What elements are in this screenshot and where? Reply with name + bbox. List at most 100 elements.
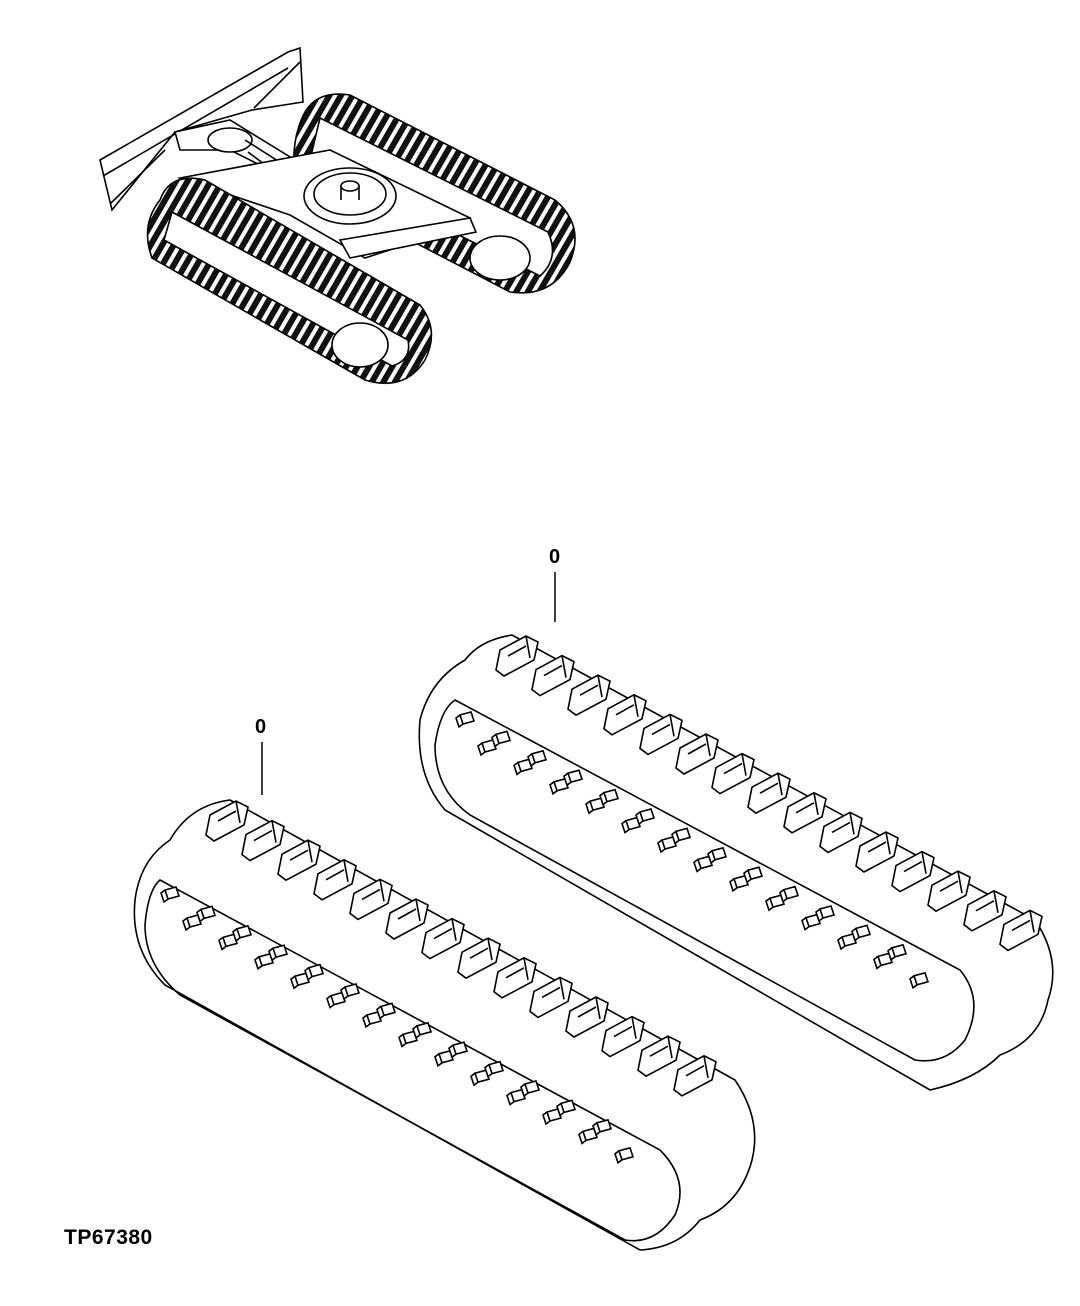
callout-label: 0: [255, 716, 266, 738]
track-outline: [133, 799, 756, 1251]
guide-lug: [232, 924, 253, 943]
guide-lug: [556, 1099, 577, 1117]
undercarriage-overview: [99, 46, 576, 384]
guide-lug: [506, 1088, 527, 1106]
guide-lug: [376, 1002, 397, 1020]
guide-lug: [182, 914, 203, 932]
guide-lug: [707, 846, 728, 865]
tread-lug: [673, 1054, 717, 1097]
tread-lug: [855, 831, 899, 873]
tread-lug: [277, 839, 321, 882]
track-outline: [418, 634, 1054, 1091]
tread-lug: [999, 909, 1043, 952]
guide-lug: [412, 1021, 433, 1040]
guide-lug: [448, 1041, 469, 1059]
tread-lug: [603, 693, 647, 736]
guide-lug: [340, 983, 361, 1001]
tread-lug: [819, 811, 863, 854]
tread-lug: [891, 850, 935, 893]
guide-lug: [326, 991, 347, 1009]
guide-lug: [779, 885, 800, 903]
guide-lug: [578, 1127, 599, 1145]
guide-lug: [527, 749, 548, 768]
tread-lug: [529, 976, 573, 1019]
tread-lug: [675, 733, 719, 775]
guide-lug: [513, 758, 534, 776]
guide-lug: [563, 769, 584, 787]
tread-lug: [783, 791, 827, 834]
tread-lug: [495, 635, 539, 677]
callout-right: 0: [549, 546, 560, 622]
tread-lug: [421, 917, 465, 960]
guide-lug: [837, 933, 858, 951]
guide-lug: [455, 711, 476, 729]
guide-lug: [851, 924, 872, 942]
tread-lug: [493, 956, 537, 999]
dozer-blade: [99, 46, 304, 212]
guide-lugs-right: [455, 711, 930, 990]
guide-lug: [743, 866, 764, 884]
tread-lug: [457, 937, 501, 980]
tread-lugs-right: [495, 635, 1043, 952]
guide-lug: [254, 952, 275, 971]
guide-lug: [635, 808, 656, 826]
guide-lug: [585, 797, 606, 815]
guide-lug: [491, 730, 512, 748]
guide-lug: [887, 943, 908, 962]
guide-lug: [218, 933, 239, 951]
guide-lug: [765, 894, 786, 912]
tread-lug: [205, 800, 249, 842]
guide-lug: [801, 913, 822, 931]
tread-lug: [637, 1035, 681, 1078]
guide-lug: [434, 1049, 455, 1068]
tread-lug: [241, 819, 285, 862]
tread-lug: [601, 1015, 645, 1058]
guide-lug: [484, 1060, 505, 1078]
guide-lug: [621, 816, 642, 834]
guide-lug: [873, 952, 894, 970]
right-track: [292, 93, 576, 294]
tread-lugs-left: [205, 800, 717, 1097]
tread-lug: [565, 996, 609, 1038]
track-inner-edge: [434, 699, 975, 1062]
guide-lug: [729, 874, 750, 893]
callout-left: 0: [255, 716, 266, 795]
figure-id: TP67380: [64, 1226, 153, 1249]
guide-lug: [909, 971, 930, 990]
guide-lug: [657, 836, 678, 854]
guide-lug: [196, 905, 217, 923]
tread-lug: [531, 654, 575, 697]
guide-lug: [614, 1146, 635, 1165]
swing-bearing: [303, 167, 397, 225]
track-inner-edge: [144, 879, 681, 1242]
guide-lug: [693, 855, 714, 873]
guide-lug: [671, 827, 692, 845]
guide-lug: [290, 972, 311, 990]
tread-lug: [747, 772, 791, 815]
tread-lug: [963, 889, 1007, 932]
guide-lug: [470, 1069, 491, 1087]
guide-lug: [815, 905, 836, 923]
guide-lug: [362, 1011, 383, 1029]
rubber-track-right: [418, 634, 1054, 1091]
tread-lug: [567, 674, 611, 717]
left-track: [146, 177, 433, 384]
guide-lug: [549, 777, 570, 796]
callout-label: 0: [549, 546, 560, 568]
guide-lug: [304, 963, 325, 981]
rubber-track-left: [133, 799, 756, 1251]
tread-lug: [349, 878, 393, 921]
guide-lug: [398, 1030, 419, 1048]
guide-lug: [592, 1118, 613, 1137]
tread-lug: [385, 898, 429, 940]
tread-lug: [711, 752, 755, 795]
tread-lug: [313, 858, 357, 901]
guide-lug: [268, 944, 289, 962]
guide-lugs-left: [160, 886, 635, 1165]
guide-lug: [477, 739, 498, 757]
tread-lug: [639, 713, 683, 756]
guide-lug: [542, 1108, 563, 1126]
guide-lug: [160, 886, 181, 904]
tread-lug: [927, 870, 971, 913]
